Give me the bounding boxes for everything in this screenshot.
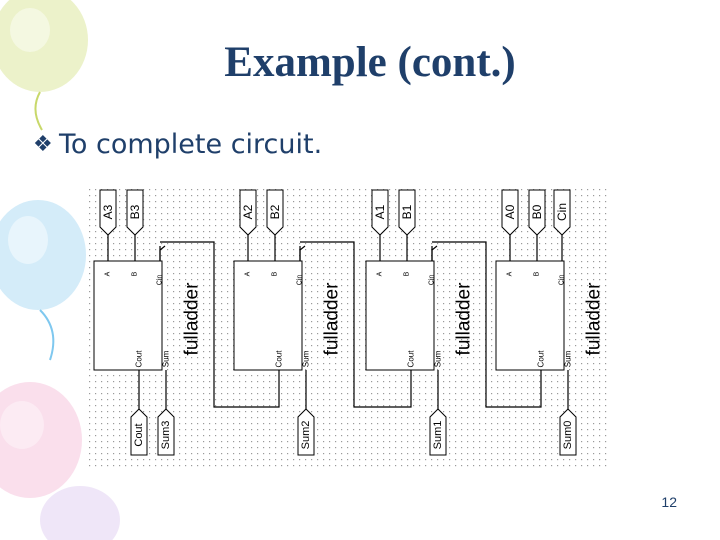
- fulladder-block: [93, 260, 163, 371]
- adder-2-pin-sum: Sum: [434, 350, 443, 367]
- adder-2-out-sum-port: [429, 408, 447, 456]
- adder-0-name: fulladder: [182, 282, 203, 356]
- adder-0-out-cout-label: Cout: [133, 423, 145, 446]
- adder-3-in-a-label: A0: [503, 204, 517, 219]
- adder-0-in-b-port: [126, 189, 144, 236]
- adder-3-out-sum-port: [559, 408, 577, 456]
- carry-wire-1: [300, 241, 412, 408]
- adder-1-in-b-label: B2: [268, 204, 282, 219]
- adder-1-in-b-port: [266, 189, 284, 236]
- carry-wire-2: [432, 241, 542, 408]
- adder-2-name: fulladder: [454, 282, 475, 356]
- adder-1-pin-b: B: [272, 271, 279, 276]
- bullet-point: ❖ To complete circuit.: [33, 126, 322, 162]
- adder-0-out-cout-port: [130, 408, 148, 456]
- adder-3-pin-sum: Sum: [564, 350, 573, 367]
- page-number: 12: [661, 494, 677, 510]
- adder-2-out-sum-label: Sum1: [432, 421, 444, 450]
- bullet-text: To complete circuit.: [59, 128, 323, 160]
- adder-3-pin-b: B: [534, 271, 541, 276]
- adder-0-pin-sum: Sum: [162, 350, 171, 367]
- adder-1-pin-sum: Sum: [302, 350, 311, 367]
- adder-0-out-sum-label: Sum3: [160, 421, 172, 450]
- adder-2-pin-a: A: [377, 271, 384, 276]
- carry-wire-0: [160, 241, 280, 408]
- adder-0-in-a-port: [99, 189, 117, 236]
- fulladder-block: [365, 260, 435, 371]
- adder-3-in-cin-label: Cin: [555, 203, 569, 221]
- adder-1-pin-a: A: [245, 271, 252, 276]
- adder-1-in-a-label: A2: [241, 204, 255, 219]
- adder-3-name: fulladder: [584, 282, 605, 356]
- adder-0-pin-cout: Cout: [135, 350, 144, 368]
- slide-title: Example (cont.): [224, 39, 516, 86]
- adder-2-pin-b: B: [404, 271, 411, 276]
- adder-1-out-sum-label: Sum2: [300, 421, 312, 450]
- adder-2-in-a-label: A1: [373, 204, 387, 219]
- adder-0-pin-b: B: [132, 271, 139, 276]
- adder-3-pin-a: A: [507, 271, 514, 276]
- adder-1-pin-cin: Cin: [297, 275, 304, 286]
- adder-2-in-a-port: [371, 189, 389, 236]
- adder-2-in-b-port: [398, 189, 416, 236]
- fulladder-block: [233, 260, 303, 371]
- adder-0-out-sum-port: [157, 408, 175, 456]
- adder-2-pin-cin: Cin: [429, 275, 436, 286]
- adder-1-in-a-port: [239, 189, 257, 236]
- adder-0-in-b-label: B3: [128, 204, 142, 219]
- adder-1-out-sum-port: [297, 408, 315, 456]
- adder-0-in-a-label: A3: [101, 204, 115, 219]
- diamond-bullet-icon: ❖: [33, 131, 53, 157]
- fulladder-block: [495, 260, 565, 371]
- adder-3-out-sum-label: Sum0: [562, 421, 574, 450]
- adder-0-pin-cin: Cin: [157, 275, 164, 286]
- adder-3-in-b-label: B0: [530, 204, 544, 219]
- adder-1-pin-cout: Cout: [275, 350, 284, 368]
- adder-1-name: fulladder: [322, 282, 343, 356]
- adder-3-in-cin-port: [553, 189, 571, 236]
- adder-3-pin-cout: Cout: [537, 350, 546, 368]
- adder-0-pin-a: A: [105, 271, 112, 276]
- adder-3-in-b-port: [528, 189, 546, 236]
- adder-3-pin-cin: Cin: [559, 275, 566, 286]
- adder-2-in-b-label: B1: [400, 204, 414, 219]
- adder-2-pin-cout: Cout: [407, 350, 416, 368]
- adder-3-in-a-port: [501, 189, 519, 236]
